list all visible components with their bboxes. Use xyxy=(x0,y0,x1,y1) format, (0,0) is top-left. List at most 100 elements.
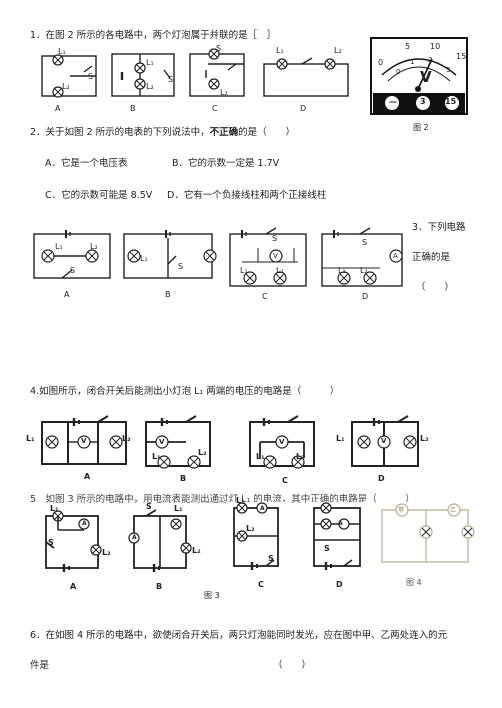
q3c-s-label: S xyxy=(272,234,278,243)
fig2-symbol-v: V xyxy=(420,68,432,86)
q1b-l1-label: L₁ xyxy=(146,58,154,67)
q1-circuit-c xyxy=(189,48,245,97)
q5a-l2-label: L₂ xyxy=(102,548,111,557)
bulb-icon xyxy=(127,249,141,263)
q4b-l1-label: L₁ xyxy=(152,452,161,461)
q1c-l2-label: L₂ xyxy=(220,88,228,97)
q5-label-a: A xyxy=(70,582,77,591)
bulb-icon xyxy=(337,271,351,285)
q1-label-a: A xyxy=(55,104,61,113)
q5-circuit-d xyxy=(306,502,368,574)
q4-text: 4.如图所示，闭合开关后能测出小灯泡 L₁ 两端的电压的电路是（ ） xyxy=(30,386,340,397)
ammeter-icon xyxy=(128,532,140,544)
q1d-l1-label: L₁ xyxy=(276,46,284,55)
q5b-l1-label: L₁ xyxy=(174,504,183,513)
bulb-icon xyxy=(41,249,55,263)
bulb-icon xyxy=(276,58,288,70)
q4-label-b: B xyxy=(180,474,187,483)
q3b-l1-label: L₁ xyxy=(140,254,148,263)
q3-circuit-a xyxy=(33,230,111,279)
q3a-l1-label: L₁ xyxy=(55,242,63,251)
q6-answer-blank: （ ） xyxy=(273,660,312,671)
fig2-scale-bottom-0: 0 xyxy=(396,68,401,76)
bulb-icon xyxy=(109,435,123,449)
bulb-icon xyxy=(208,78,220,90)
bulb-icon xyxy=(236,502,248,514)
bulb-icon xyxy=(243,271,257,285)
q2-option-d: D．它有一个负接线柱和两个正接线柱 xyxy=(167,190,327,201)
q2-text-end: 的是（ ） xyxy=(238,127,296,138)
q5-label-d: D xyxy=(336,580,343,589)
q3-line2: 正确的是 xyxy=(412,252,451,263)
q4-circuit-a xyxy=(41,415,127,465)
bulb-icon xyxy=(363,271,377,285)
bulb-icon xyxy=(324,58,336,70)
q5c-l2-label: L₂ xyxy=(246,524,255,533)
q1-label-b: B xyxy=(130,104,136,113)
q5a-a-label: A xyxy=(82,520,87,527)
q3-line3: （ ） xyxy=(416,282,455,293)
q1d-l2-label: L₂ xyxy=(334,46,342,55)
fig4-yi-label: 乙 xyxy=(450,507,457,514)
fig2-scale-15: 15 xyxy=(456,52,467,61)
q1a-s-label: S xyxy=(88,72,94,81)
bulb-icon xyxy=(134,78,146,90)
q3d-a-label: A xyxy=(393,252,398,260)
q4a-v-label: V xyxy=(81,437,87,445)
voltmeter-icon xyxy=(377,435,391,449)
bulb-icon xyxy=(291,455,305,469)
q2-option-a: A．它是一个电压表 xyxy=(45,158,128,169)
bulb-icon xyxy=(45,435,59,449)
fig2-terminal-15: 15 xyxy=(445,97,457,106)
q5b-l2-label: L₂ xyxy=(192,546,201,555)
fig2-scale-bottom-3: 3 xyxy=(446,66,451,74)
q1-circuit-d xyxy=(263,57,349,97)
q1-circuit-b xyxy=(111,53,175,97)
q5c-a-label: A xyxy=(260,505,265,512)
bulb-icon xyxy=(403,435,417,449)
bulb-icon xyxy=(320,502,332,514)
fig2-scale-left: 0 xyxy=(378,58,384,67)
fig3-caption: 图 3 xyxy=(204,591,220,600)
bulb-icon xyxy=(180,542,192,554)
q4d-v-label: V xyxy=(381,437,387,445)
voltmeter-icon xyxy=(275,435,289,449)
bulb-icon xyxy=(52,54,64,66)
q1-text: 1．在图 2 所示的各电路中，两个灯泡属于并联的是［ ］ xyxy=(30,30,277,41)
bulb-icon xyxy=(203,249,217,263)
q6-line2: 件是 xyxy=(30,660,50,671)
fig2-scale-10: 10 xyxy=(430,42,441,51)
q4b-l2-label: L₂ xyxy=(198,448,207,457)
q5-circuit-a xyxy=(40,510,106,576)
q2-option-c: C．它的示数可能是 8.5V xyxy=(45,190,153,201)
q3d-l1-label: L₁ xyxy=(338,266,346,275)
jia-slot-icon xyxy=(395,503,409,517)
q3a-l2-label: L₂ xyxy=(90,242,98,251)
fig2-voltmeter xyxy=(370,37,468,115)
q3c-l1-label: L₁ xyxy=(240,266,248,275)
q4a-l2-label: L₂ xyxy=(122,434,131,443)
bulb-icon xyxy=(419,525,433,539)
q1a-l2-label: L₂ xyxy=(62,82,70,91)
q1b-l2-label: L₂ xyxy=(146,82,154,91)
q3d-s-label: S xyxy=(362,238,368,247)
q5-label-b: B xyxy=(156,582,163,591)
q5-circuit-b xyxy=(124,509,194,576)
q4-label-d: D xyxy=(378,474,385,483)
bulb-icon xyxy=(134,62,146,74)
q3-circuit-b xyxy=(123,230,217,279)
q5a-l1-label: L₁ xyxy=(50,504,59,513)
q1-label-c: C xyxy=(212,104,218,113)
q4-label-c: C xyxy=(282,476,288,485)
q4c-v-label: V xyxy=(279,438,285,446)
q5-circuit-c xyxy=(226,502,286,574)
fig2-terminal-3: 3 xyxy=(420,97,426,106)
bulb-icon xyxy=(170,518,182,530)
q2-text-start: 2．关于如图 2 所示的电表的下列说法中， xyxy=(30,127,210,138)
q5-text: 5 如图 3 所示的电路中，用电流表能测出通过灯 L₁ 的电流，其中正确的电路是… xyxy=(30,494,415,505)
q5b-s-label: S xyxy=(146,502,152,511)
q5d-s-label: S xyxy=(324,544,330,553)
q3-label-c: C xyxy=(262,292,268,301)
q5d-a-label: A xyxy=(338,520,343,527)
q3-label-a: A xyxy=(64,290,70,299)
